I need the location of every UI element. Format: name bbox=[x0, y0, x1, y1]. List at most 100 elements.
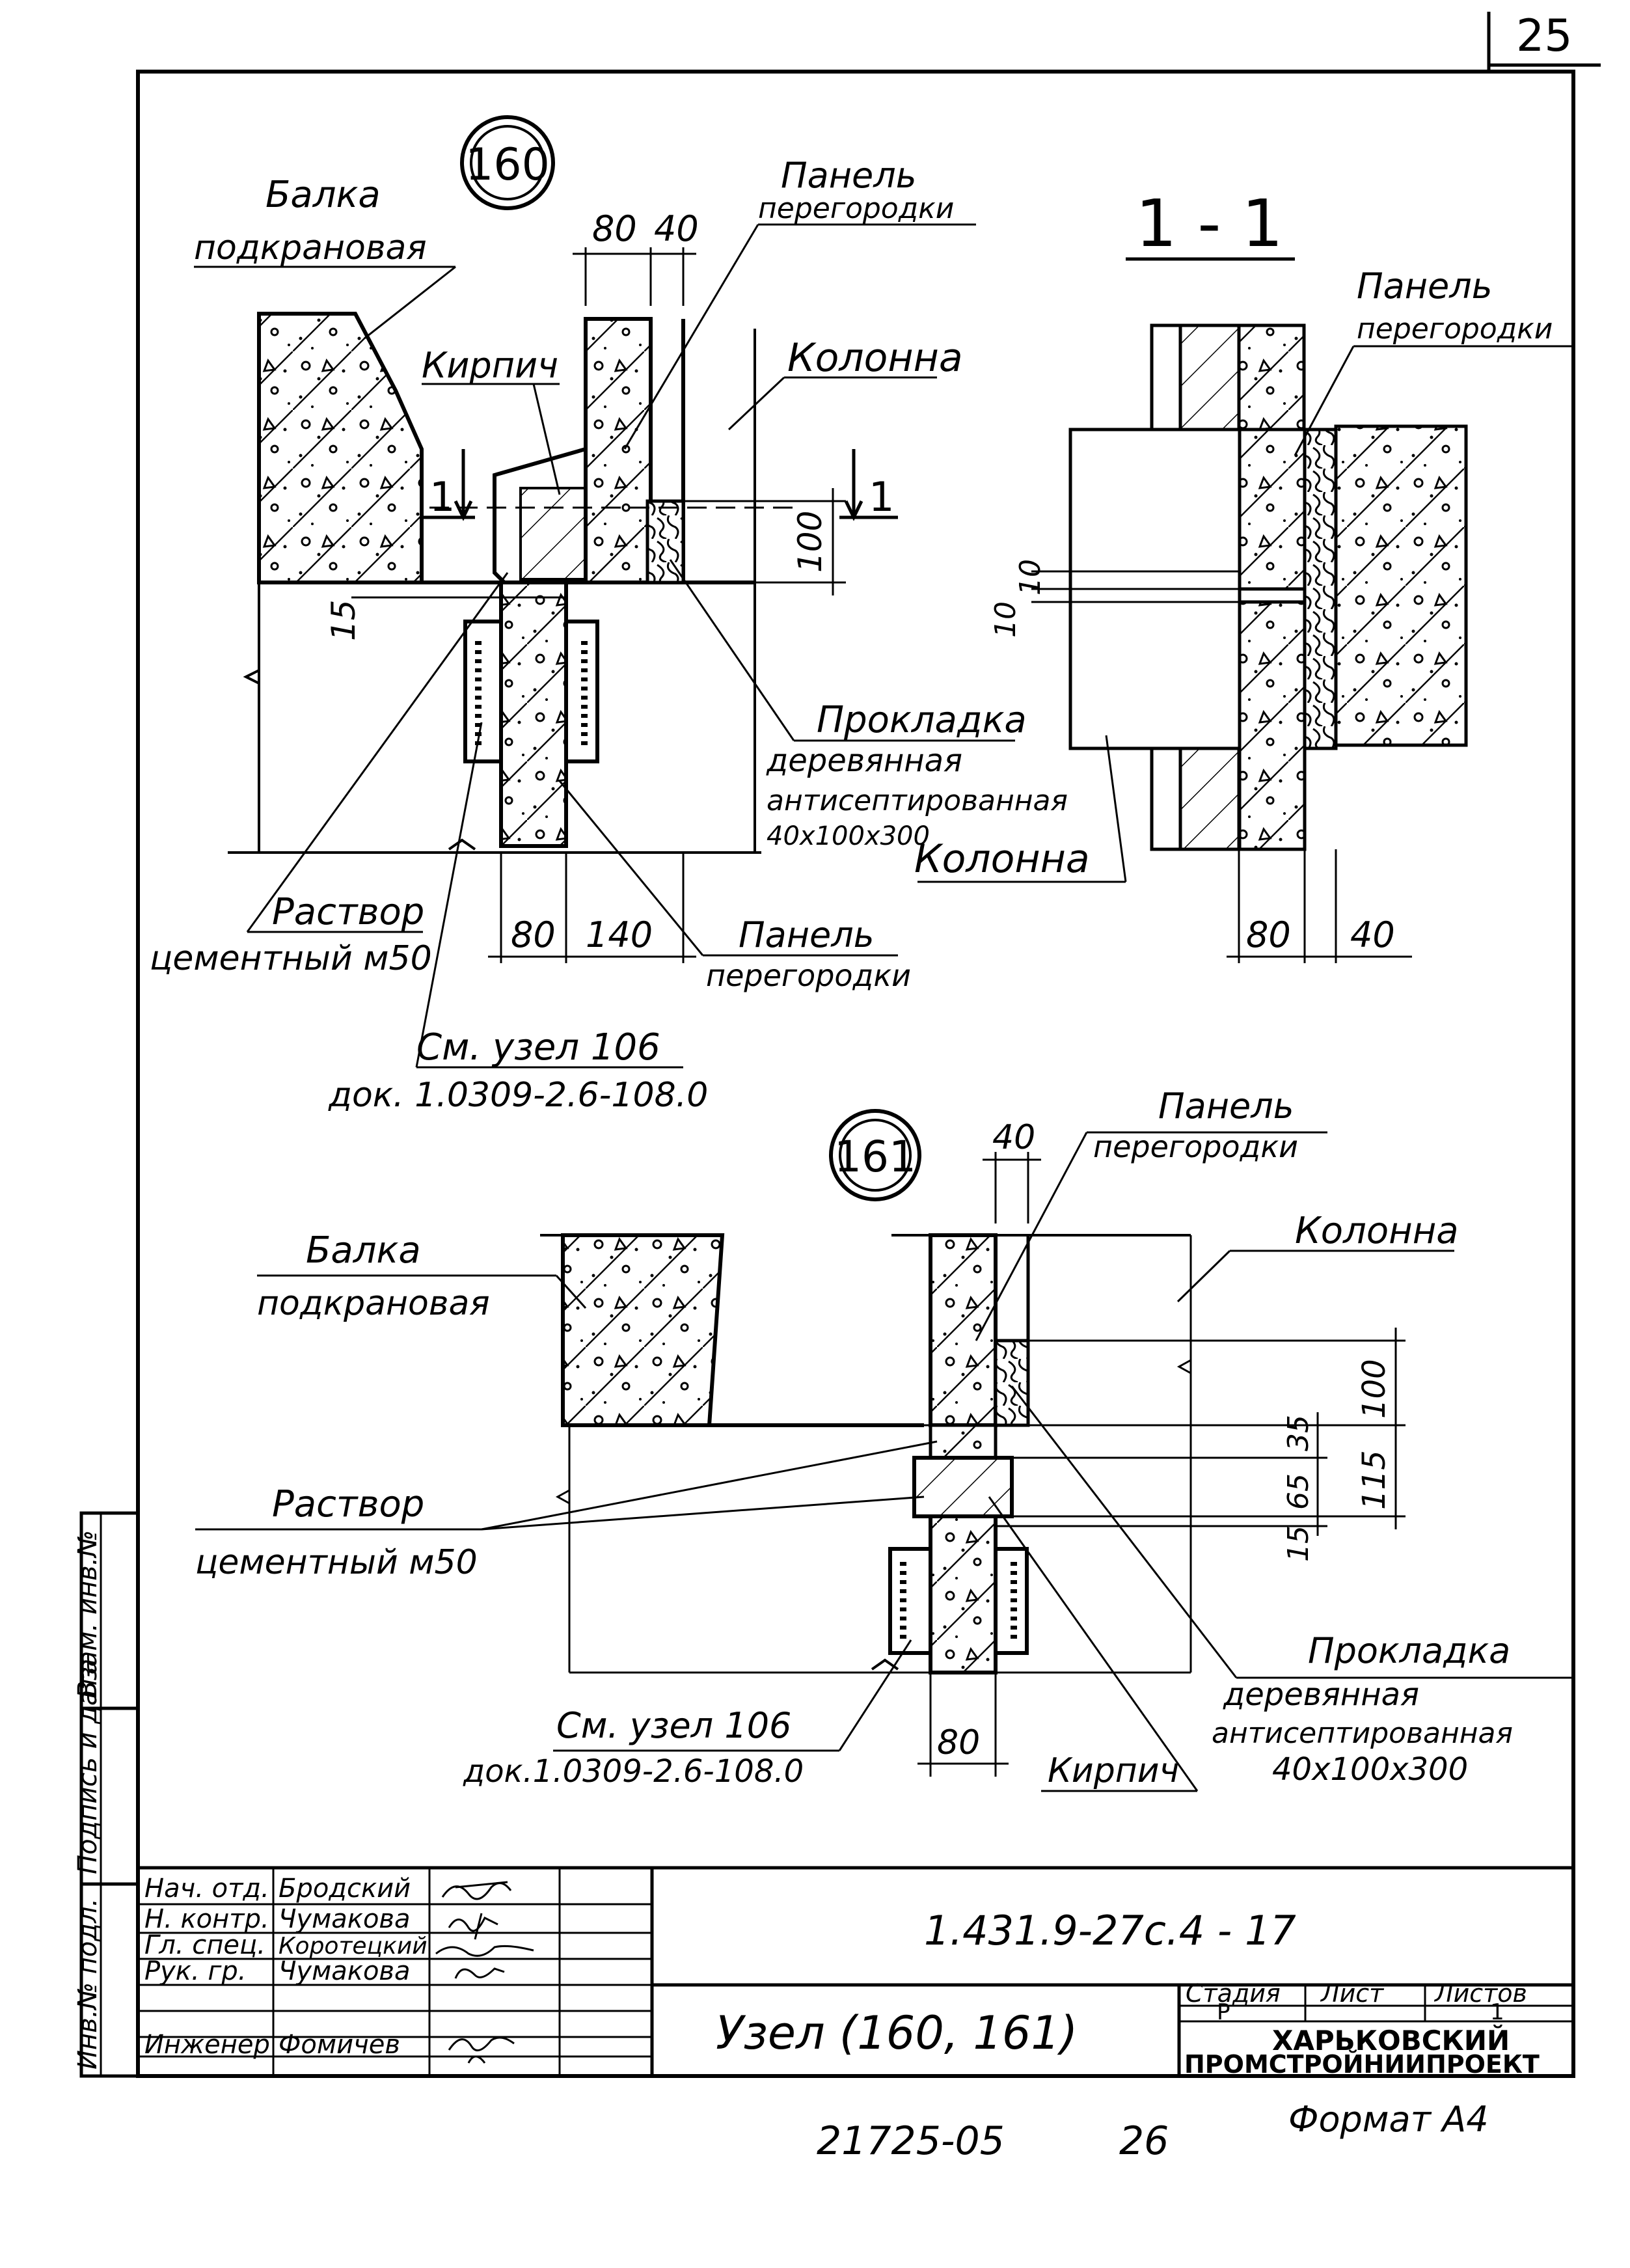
beam-label-1: Балка bbox=[265, 174, 381, 216]
dim-100-161: 100 bbox=[1356, 1359, 1392, 1419]
name-1: Чумакова bbox=[278, 1904, 411, 1934]
pad-label-2: деревянная bbox=[766, 743, 962, 779]
pad-161-label-2: деревянная bbox=[1223, 1676, 1419, 1713]
brick-label: Кирпич bbox=[422, 345, 558, 386]
ref-161-label-1: См. узел 106 bbox=[556, 1705, 791, 1746]
page-number: 25 bbox=[1516, 10, 1573, 62]
section-dim-40: 40 bbox=[1350, 914, 1395, 955]
dim-40-161: 40 bbox=[992, 1118, 1035, 1157]
beam-161-label-2: подкрановая bbox=[257, 1284, 490, 1323]
name-6: Фомичев bbox=[278, 2030, 400, 2060]
pad-161-label-1: Прокладка bbox=[1308, 1630, 1510, 1671]
name-3: Чумакова bbox=[278, 1956, 411, 1986]
brick-161 bbox=[912, 1456, 1014, 1518]
section-mark-right: 1 bbox=[869, 473, 894, 521]
beam-label-2: подкрановая bbox=[194, 228, 427, 267]
ref-161-label-2: док.1.0309-2.6-108.0 bbox=[463, 1753, 804, 1790]
node-161-number: 161 bbox=[834, 1132, 916, 1182]
upper-panel-161 bbox=[929, 1233, 998, 1427]
section-panel-label-2: перегородки bbox=[1357, 312, 1553, 346]
panel-161-label-2: перегородки bbox=[1093, 1129, 1298, 1164]
role-3: Рук. гр. bbox=[144, 1956, 247, 1986]
pad-161-label-3: антисептированная bbox=[1212, 1717, 1513, 1750]
node-160: 160 80 40 100 bbox=[150, 115, 1090, 1115]
role-0: Нач. отд. bbox=[144, 1874, 269, 1904]
footer: 21725-05 26 Формат А4 bbox=[817, 2099, 1489, 2164]
pad-label-3: антисептированная bbox=[767, 784, 1068, 817]
section-dim-80: 80 bbox=[1246, 914, 1291, 955]
page-number-box: 25 bbox=[1487, 10, 1601, 70]
name-0: Бродский bbox=[278, 1874, 411, 1904]
lower-panel bbox=[499, 581, 568, 848]
dim-10-a: 10 bbox=[1014, 559, 1047, 595]
ref-label-1: См. узел 106 bbox=[416, 1026, 660, 1069]
name-2: Коротецкий bbox=[278, 1933, 428, 1960]
footer-page: 26 bbox=[1119, 2118, 1169, 2164]
stage-value: Р bbox=[1217, 1999, 1230, 2025]
node-160-badge-inner bbox=[470, 125, 545, 200]
panel-161-label-1: Панель bbox=[1158, 1086, 1294, 1127]
node-161-badge-inner bbox=[839, 1119, 912, 1192]
title-block: Нач. отд. Н. контр. Гл. спец. Рук. гр. И… bbox=[136, 1866, 1575, 2079]
pad-label-4: 40х100х300 bbox=[767, 821, 930, 851]
side-stamp-signature: Подпись и дата bbox=[73, 1659, 103, 1874]
dim-80-bottom: 80 bbox=[511, 914, 556, 955]
dim-10-b: 10 bbox=[989, 601, 1022, 638]
side-stamp-inventory: Инв.№ подл. bbox=[73, 1898, 103, 2070]
ref-label-2: док. 1.0309-2.6-108.0 bbox=[328, 1076, 708, 1115]
dim-15: 15 bbox=[325, 599, 362, 641]
panel-bottom-label-2: перегородки bbox=[706, 958, 911, 993]
node-160-badge-outer bbox=[460, 115, 555, 210]
lower-panel-161 bbox=[929, 1514, 998, 1674]
footer-inventory: 21725-05 bbox=[817, 2118, 1005, 2164]
drawing-title: Узел (160, 161) bbox=[716, 2006, 1078, 2060]
dim-80-161: 80 bbox=[937, 1723, 980, 1762]
section-title: 1 - 1 bbox=[1135, 185, 1283, 262]
dim-115-161: 115 bbox=[1356, 1450, 1392, 1510]
panel-bottom-label-1: Панель bbox=[739, 914, 875, 955]
section-mark-left: 1 bbox=[429, 473, 455, 521]
sheets-value: 1 bbox=[1490, 1999, 1504, 2025]
pad-label-1: Прокладка bbox=[817, 699, 1027, 741]
beam-161-label-1: Балка bbox=[306, 1229, 421, 1272]
dim-80-top: 80 bbox=[592, 208, 637, 249]
panel-top-label-1: Панель bbox=[781, 155, 917, 196]
section-wood-pad bbox=[1303, 428, 1338, 750]
signature-grid bbox=[138, 1868, 652, 2076]
dim-15-161: 15 bbox=[1282, 1525, 1315, 1562]
role-1: Н. контр. bbox=[144, 1904, 269, 1934]
mortar-161-label-1: Раствор bbox=[272, 1483, 424, 1525]
role-6: Инженер bbox=[144, 2030, 270, 2060]
mortar-161-label-2: цементный м50 bbox=[195, 1543, 478, 1582]
node-161: 161 40 100 35 65 bbox=[195, 1086, 1573, 1792]
crane-beam-161 bbox=[561, 1233, 725, 1427]
org-name-2: ПРОМСТРОЙНИИПРОЕКТ bbox=[1184, 2050, 1540, 2079]
org-name-1: ХАРЬКОВСКИЙ bbox=[1272, 2024, 1510, 2056]
dim-35-161: 35 bbox=[1282, 1415, 1315, 1451]
section-1-1: 1 - 1 10 10 80 40 Панель перегородки bbox=[917, 185, 1575, 963]
doc-code: 1.431.9-27с.4 - 17 bbox=[924, 1907, 1296, 1954]
dim-100: 100 bbox=[791, 511, 829, 573]
brick-161-label: Кирпич bbox=[1048, 1751, 1179, 1790]
sheet-label: Лист bbox=[1320, 1979, 1385, 2008]
panel-top-label-2: перегородки bbox=[758, 192, 954, 225]
sheets-label: Листов bbox=[1433, 1979, 1527, 2008]
pad-161-label-4: 40х100х300 bbox=[1272, 1751, 1468, 1788]
footer-format: Формат А4 bbox=[1288, 2099, 1489, 2140]
dim-40-top: 40 bbox=[654, 208, 699, 249]
dim-140-bottom: 140 bbox=[586, 914, 653, 955]
section-panel-label-1: Панель bbox=[1357, 266, 1493, 307]
column-label: Колонна bbox=[787, 335, 963, 381]
crane-beam-section bbox=[257, 312, 424, 584]
section-column bbox=[1334, 424, 1468, 747]
side-stamp-replacement: Взам. инв.№ bbox=[73, 1530, 103, 1699]
mortar-label-2: цементный м50 bbox=[150, 939, 432, 978]
role-2: Гл. спец. bbox=[144, 1930, 265, 1960]
upper-panel bbox=[584, 317, 653, 584]
dim-65-161: 65 bbox=[1282, 1473, 1315, 1510]
node-161-badge-outer bbox=[829, 1109, 921, 1201]
stage-label: Стадия bbox=[1186, 1979, 1281, 2008]
signatures bbox=[435, 1881, 534, 2064]
node-160-number: 160 bbox=[465, 139, 550, 191]
